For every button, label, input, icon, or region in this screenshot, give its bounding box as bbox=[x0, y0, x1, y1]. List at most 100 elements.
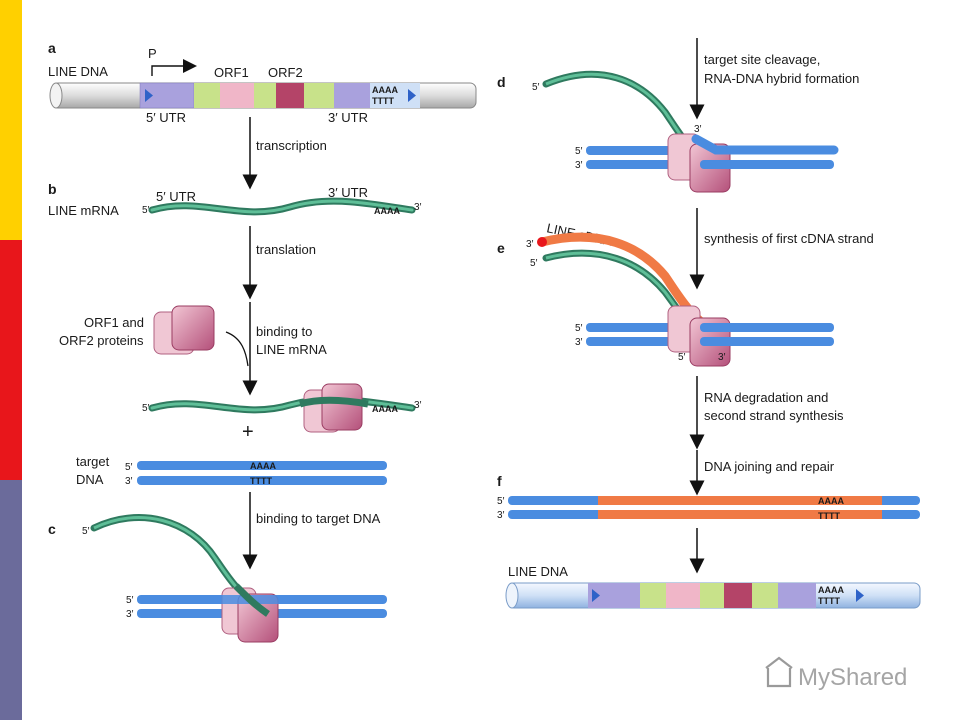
promoter-label: P bbox=[148, 46, 157, 61]
mrna-3-end: 3′ bbox=[414, 202, 422, 213]
panel-e-inner-3: 3′ bbox=[718, 352, 726, 363]
line-mrna-strand-highlight bbox=[150, 199, 414, 214]
target-3-end: 3′ bbox=[125, 476, 133, 487]
step-translation: translation bbox=[256, 242, 316, 257]
mrna-5-end: 5′ bbox=[142, 205, 150, 216]
target-dna: target DNA 5′ 3′ AAAA TTTT bbox=[76, 454, 387, 487]
panel-c-dna-5: 5′ bbox=[126, 595, 134, 606]
panel-e-letter: e bbox=[497, 240, 505, 256]
final-orf2-maroon bbox=[724, 583, 752, 608]
panel-e-top-right bbox=[700, 323, 834, 332]
plus-sign: + bbox=[242, 421, 254, 443]
panel-c-rna-over bbox=[233, 583, 270, 617]
orf2-green-segment bbox=[304, 83, 334, 108]
orf-proteins-group: ORF1 and ORF2 proteins bbox=[59, 305, 249, 367]
rnp-mrna-over-protein bbox=[298, 396, 369, 408]
panel-e-cdna-3-end: 3′ bbox=[526, 239, 534, 250]
final-utr5-marker-icon bbox=[592, 589, 600, 602]
utr3-marker-icon bbox=[408, 89, 416, 102]
panel-c-dna-3: 3′ bbox=[126, 609, 134, 620]
target-label-line1: target bbox=[76, 454, 110, 469]
panel-d-dna-5: 5′ bbox=[575, 146, 583, 157]
panel-f-polyA-bottom: TTTT bbox=[818, 511, 840, 521]
orf1-pink-segment bbox=[220, 83, 254, 108]
final-orf2-green bbox=[752, 583, 778, 608]
target-5-end: 5′ bbox=[125, 462, 133, 473]
rnp-orf2-protein bbox=[321, 383, 363, 431]
panel-e-cdna-start bbox=[537, 237, 547, 247]
accent-bar bbox=[0, 0, 22, 720]
final-polyA-top: AAAA bbox=[818, 585, 844, 595]
accent-bar-red bbox=[0, 240, 22, 480]
mrna-utr5-label: 5′ UTR bbox=[156, 189, 196, 204]
binding-curve-arrow bbox=[225, 331, 249, 367]
final-utr3-marker-icon bbox=[856, 589, 864, 602]
panel-d-bottom-right bbox=[700, 160, 834, 169]
target-top-strand bbox=[137, 461, 387, 470]
utr3-label: 3′ UTR bbox=[328, 110, 368, 125]
step-transcription: transcription bbox=[256, 138, 327, 153]
panel-d: d 5′ 5′ 3′ 3′ bbox=[497, 70, 839, 193]
polyA-top-text: AAAA bbox=[372, 85, 398, 95]
utr5-label: 5′ UTR bbox=[146, 110, 186, 125]
final-utr3-segment bbox=[778, 583, 816, 608]
step-binding-rna-line2: LINE mRNA bbox=[256, 342, 327, 357]
rnp-polyA: AAAA bbox=[372, 404, 398, 414]
orf-linker-segment bbox=[254, 83, 276, 108]
panel-c: c 5′ 5′ 3′ bbox=[48, 514, 387, 643]
rnp-complex: 5′ AAAA 3′ + bbox=[142, 383, 422, 443]
target-polyA-top: AAAA bbox=[250, 461, 276, 471]
panel-e-inner-5: 5′ bbox=[678, 352, 686, 363]
panel-a-letter: a bbox=[48, 40, 56, 56]
orf2-maroon-segment bbox=[276, 83, 304, 108]
panel-c-5-end: 5′ bbox=[82, 526, 90, 537]
proteins-label-line1: ORF1 and bbox=[84, 315, 144, 330]
accent-bar-slate bbox=[0, 480, 22, 720]
panel-e-dna-5: 5′ bbox=[575, 323, 583, 334]
target-label-line2: DNA bbox=[76, 472, 104, 487]
target-polyA-bottom: TTTT bbox=[250, 476, 272, 486]
final-line-dna-label: LINE DNA bbox=[508, 564, 568, 579]
panel-d-letter: d bbox=[497, 74, 506, 90]
panel-e-dna-3: 3′ bbox=[575, 337, 583, 348]
panel-f-dna-5: 5′ bbox=[497, 496, 505, 507]
accent-bar-yellow bbox=[0, 0, 22, 240]
orf2-label: ORF2 bbox=[268, 65, 303, 80]
step-cleavage-line1: target site cleavage, bbox=[704, 52, 820, 67]
final-dna-tube-end bbox=[505, 582, 519, 609]
panel-e-bottom-right bbox=[700, 337, 834, 346]
panel-f-insert-bottom bbox=[598, 510, 882, 519]
panel-f-polyA-top: AAAA bbox=[818, 496, 844, 506]
panel-f-insert-top bbox=[598, 496, 882, 505]
step-degradation-line1: RNA degradation and bbox=[704, 390, 828, 405]
panel-b: b LINE mRNA 5′ UTR 3′ UTR 5′ AAAA 3′ bbox=[48, 181, 422, 218]
promoter-arrow bbox=[151, 59, 197, 76]
final-polyA-bottom: TTTT bbox=[818, 596, 840, 606]
rnp-mrna-highlight bbox=[150, 398, 414, 412]
step-binding-target: binding to target DNA bbox=[256, 511, 381, 526]
final-line-dna: LINE DNA AAAA TTTT bbox=[505, 564, 921, 609]
step-binding-rna-line1: binding to bbox=[256, 324, 312, 339]
panel-c-orf2-protein bbox=[237, 593, 279, 643]
step-synthesis-first: synthesis of first cDNA strand bbox=[704, 231, 874, 246]
panel-d-cleaved-strand bbox=[691, 134, 839, 155]
mrna-utr3-label: 3′ UTR bbox=[328, 185, 368, 200]
polyA-bottom-text: TTTT bbox=[372, 96, 394, 106]
final-orf-linker bbox=[700, 583, 724, 608]
step-cleavage-line2: RNA-DNA hybrid formation bbox=[704, 71, 859, 86]
final-orf1-pink bbox=[666, 583, 700, 608]
target-bottom-strand bbox=[137, 476, 387, 485]
utr3-segment bbox=[334, 83, 370, 108]
panel-a: a LINE DNA P ORF1 ORF2 AAAA TTTT 5′ UTR … bbox=[48, 40, 477, 125]
watermark-logo-icon bbox=[765, 656, 793, 688]
panel-b-title: LINE mRNA bbox=[48, 203, 119, 218]
panel-c-letter: c bbox=[48, 521, 56, 537]
orf2-protein-icon bbox=[171, 305, 215, 351]
rnp-5-end: 5′ bbox=[142, 403, 150, 414]
step-joining: DNA joining and repair bbox=[704, 459, 835, 474]
panel-d-5-end: 5′ bbox=[532, 82, 540, 93]
panel-f: f 5′ 3′ AAAA TTTT bbox=[497, 473, 920, 521]
panel-b-letter: b bbox=[48, 181, 57, 197]
mrna-polyA: AAAA bbox=[374, 206, 400, 216]
